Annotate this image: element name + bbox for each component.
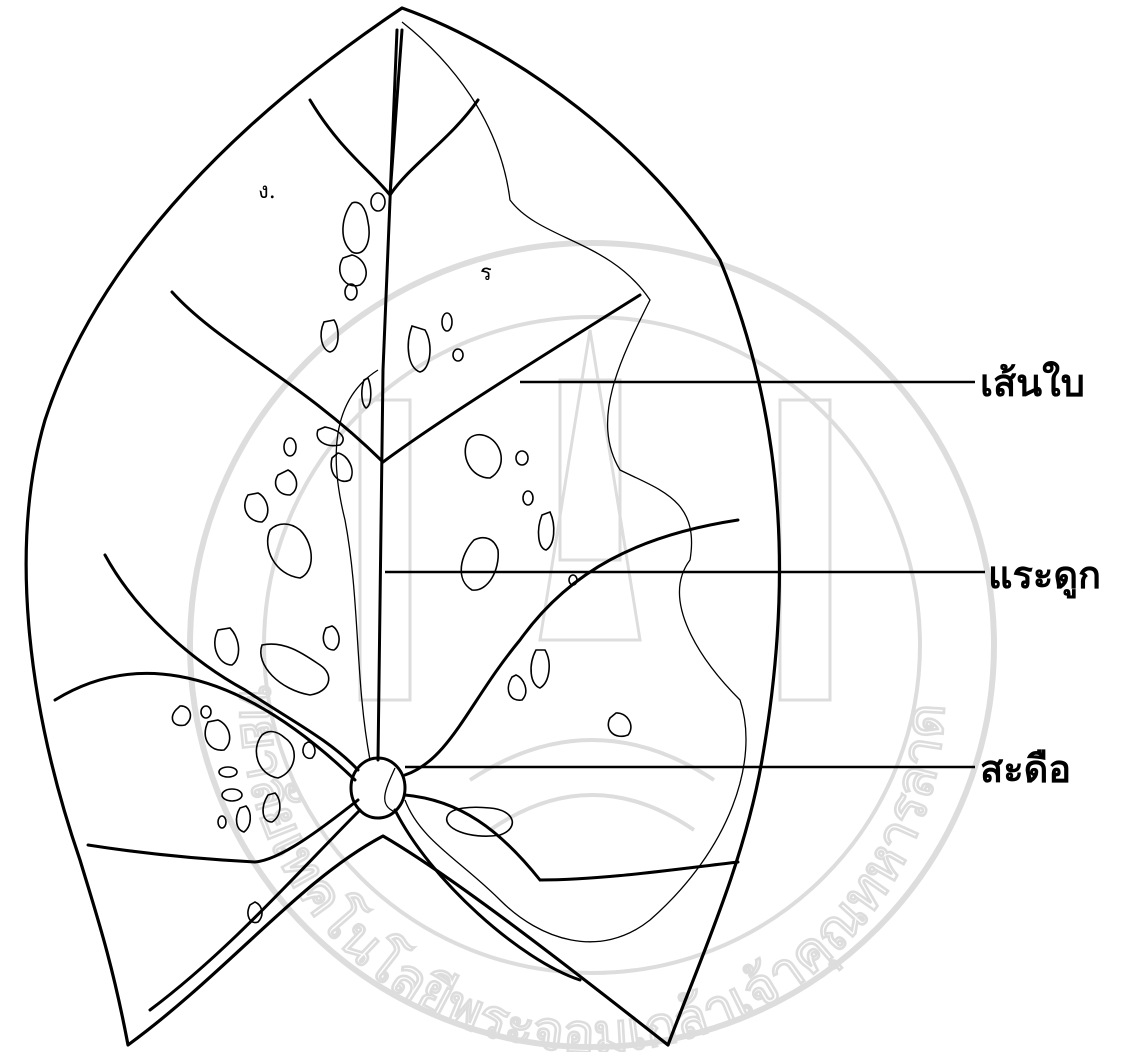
vein-lower-right-a xyxy=(405,795,738,880)
mark-b: ร xyxy=(480,261,492,286)
vein-mid-right xyxy=(405,520,738,775)
leaf-outline xyxy=(26,8,779,1045)
spots xyxy=(172,193,631,923)
watermark-seal: มหาวิทยาลัยเทคโนโลยีพระจอมเกล้าเจ้าคุณทห… xyxy=(0,0,994,1052)
navel-circle xyxy=(351,758,405,818)
label-midrib: แระดูก xyxy=(988,553,1101,599)
navel-inner xyxy=(385,768,395,812)
label-leaf-vein: เส้นใบ xyxy=(980,361,1085,405)
mark-a: ง. xyxy=(258,179,276,204)
watermark-text: มหาวิทยาลัยเทคโนโลยีพระจอมเกล้าเจ้าคุณทห… xyxy=(0,0,957,1052)
inner-contour xyxy=(402,22,746,942)
label-navel: สะดือ xyxy=(980,747,1071,791)
vein-upper-left xyxy=(172,292,383,462)
